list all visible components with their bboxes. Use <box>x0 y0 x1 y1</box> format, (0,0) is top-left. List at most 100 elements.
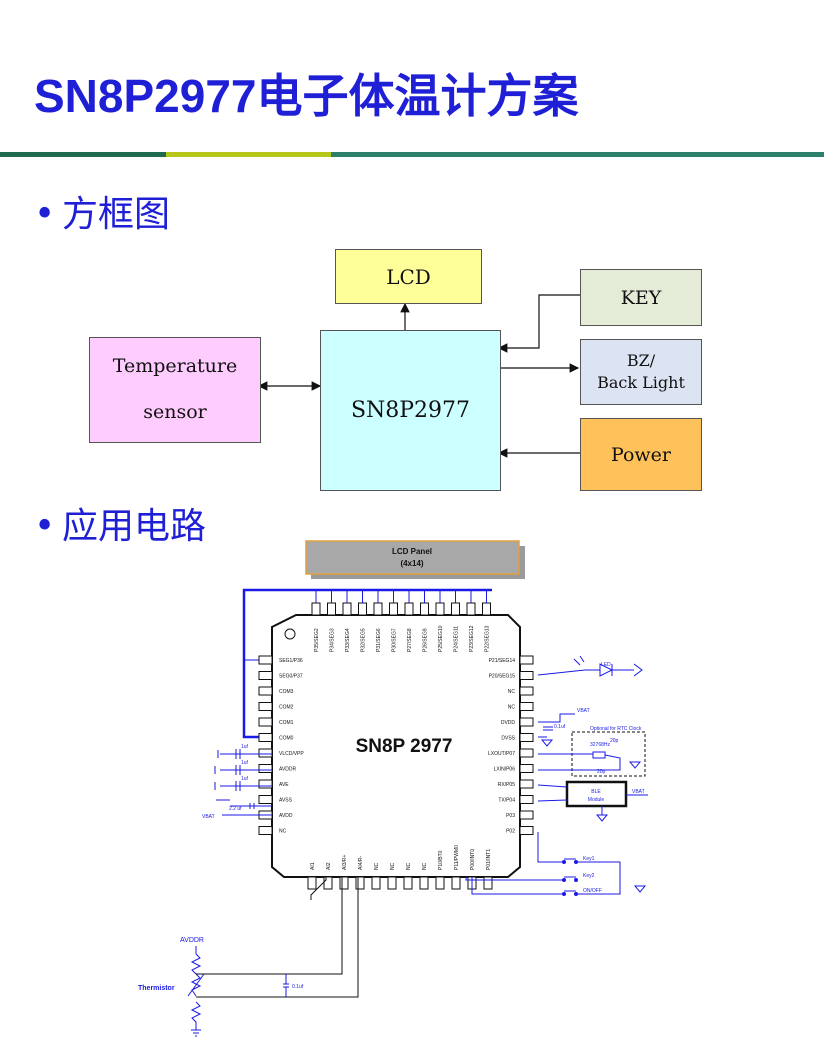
top-pin <box>466 602 476 616</box>
temp-block-label-2: sensor <box>143 401 207 423</box>
cap-22uf-label: 2.2 uf <box>229 806 242 812</box>
power-block-label: Power <box>610 443 672 466</box>
bottom-pin <box>387 876 397 890</box>
bottom-pin <box>483 876 493 890</box>
right-pin-label: P03 <box>506 813 515 819</box>
left-pin <box>258 764 273 773</box>
right-pin <box>519 795 534 804</box>
top-pin <box>358 602 367 616</box>
lcd-panel-label-2: (4x14) <box>400 559 423 568</box>
left-pin-label: AVE <box>279 782 289 788</box>
bottom-pin-label: AI2 <box>326 862 332 870</box>
left-pin <box>258 826 273 835</box>
right-pin-label: NC <box>508 705 516 711</box>
left-pin-label: SEG0/P37 <box>279 674 303 680</box>
cap-20p-label-2: 20p <box>597 769 606 775</box>
bottom-pin-label: NC <box>390 862 396 870</box>
bottom-pin <box>403 876 413 890</box>
avddr-label: AVDDR <box>180 937 204 944</box>
right-pin <box>519 810 534 820</box>
bottom-pin <box>355 876 365 890</box>
led-symbol <box>585 663 643 677</box>
top-pin-label: P25/SEG10 <box>438 625 444 652</box>
bullet-block-diagram-text: 方框图 <box>62 194 171 235</box>
top-pin-label: P22/SEG13 <box>485 625 491 652</box>
right-pin-label: RX/P05 <box>498 782 515 788</box>
bottom-pin <box>323 876 333 890</box>
thermistor-cap <box>283 974 289 997</box>
temp-block-label-1: Temperature <box>112 355 238 378</box>
block-diagram-arrows <box>257 294 580 458</box>
top-pin <box>389 602 398 616</box>
rx-wire <box>537 784 568 788</box>
slide-title: SN8P2977电子体温计方案 <box>34 70 579 122</box>
key-block-label: KEY <box>620 286 662 309</box>
top-pin <box>404 602 414 616</box>
bottom-pin <box>371 876 381 890</box>
right-pin <box>519 733 534 742</box>
bottom-pin-label: P11/PWM0 <box>454 845 460 870</box>
mcu-block-label: SN8P2977 <box>350 398 471 423</box>
bullet-application-circuit: •应用电路 <box>34 497 206 549</box>
left-pin <box>258 795 273 804</box>
bottom-pin-label: NC <box>374 862 380 870</box>
left-pin-label: AVDDR <box>279 767 297 773</box>
top-pin-label: P31/SEG6 <box>376 628 382 652</box>
left-pin-label: COM0 <box>279 736 294 742</box>
top-pin <box>435 602 445 616</box>
right-pin-label: NC <box>508 689 516 695</box>
top-pin-label: P33/SEG4 <box>345 628 351 652</box>
thermistor-symbol <box>187 973 205 997</box>
arrow-key-mcu <box>497 294 580 353</box>
title-rule-right <box>331 152 824 157</box>
tx-wire <box>537 799 568 802</box>
left-pin <box>258 702 273 711</box>
keys-ground-icon <box>633 885 647 893</box>
chip-label: SN8P 2977 <box>356 736 453 757</box>
bottom-pin-label: AI3/R+ <box>342 854 348 870</box>
thermistor-label: Thermistor <box>138 985 175 992</box>
left-pin-label: AVDD <box>279 813 293 819</box>
lcd-panel <box>305 540 520 575</box>
ble-ground-icon <box>595 814 609 822</box>
lcd-block: LCD <box>335 249 482 304</box>
bottom-pin <box>419 876 429 890</box>
rtc-note: Optional for RTC Clock <box>590 726 642 732</box>
onoff-label: ON/OFF <box>583 888 602 894</box>
left-pin-group: SEG1/P36SEG0/P37COM3COM2COM1COM0VLCD/VPP… <box>258 655 304 835</box>
left-pin <box>258 779 273 789</box>
right-pin <box>519 717 534 727</box>
right-pin <box>519 748 534 758</box>
key2-label: Key2 <box>583 873 595 879</box>
cap-20p-label-1: 20p <box>610 738 619 744</box>
dvdd-wire <box>538 713 575 723</box>
right-pin-label: P02 <box>506 829 515 835</box>
top-pin-label: P35/SEG2 <box>314 628 320 652</box>
left-pin <box>258 717 273 727</box>
vbat-label-2: VBAT <box>632 789 645 795</box>
bottom-pin-label: P01/INT1 <box>486 849 492 870</box>
ai-feed-wire <box>310 877 327 900</box>
left-capacitors <box>216 749 272 816</box>
bottom-pin-label: P10/BT0 <box>438 850 444 870</box>
key1-wire <box>537 832 562 863</box>
top-pin <box>373 602 383 616</box>
bottom-pin-label: AI1 <box>310 862 316 870</box>
right-pin-group: P21/SEG14P20/SEG15NCNCDVDDDVSSLXOUT/P07L… <box>488 655 534 835</box>
right-pin-label: P21/SEG14 <box>489 658 516 664</box>
ble-module <box>565 780 628 808</box>
left-pin <box>258 686 273 696</box>
left-pin-label: AVSS <box>279 798 293 804</box>
cap-01uf-label-b: 0.1uf <box>292 984 304 990</box>
resistor-bottom <box>190 1001 202 1030</box>
bottom-pin-label: NC <box>406 862 412 870</box>
left-pin <box>258 748 273 758</box>
bullet-application-circuit-text: 应用电路 <box>62 506 207 547</box>
ble-label-1: BLE <box>591 789 601 795</box>
top-pin <box>420 602 429 616</box>
top-pin <box>327 602 336 616</box>
left-pin-label: COM2 <box>279 705 294 711</box>
bottom-pin <box>435 876 445 890</box>
